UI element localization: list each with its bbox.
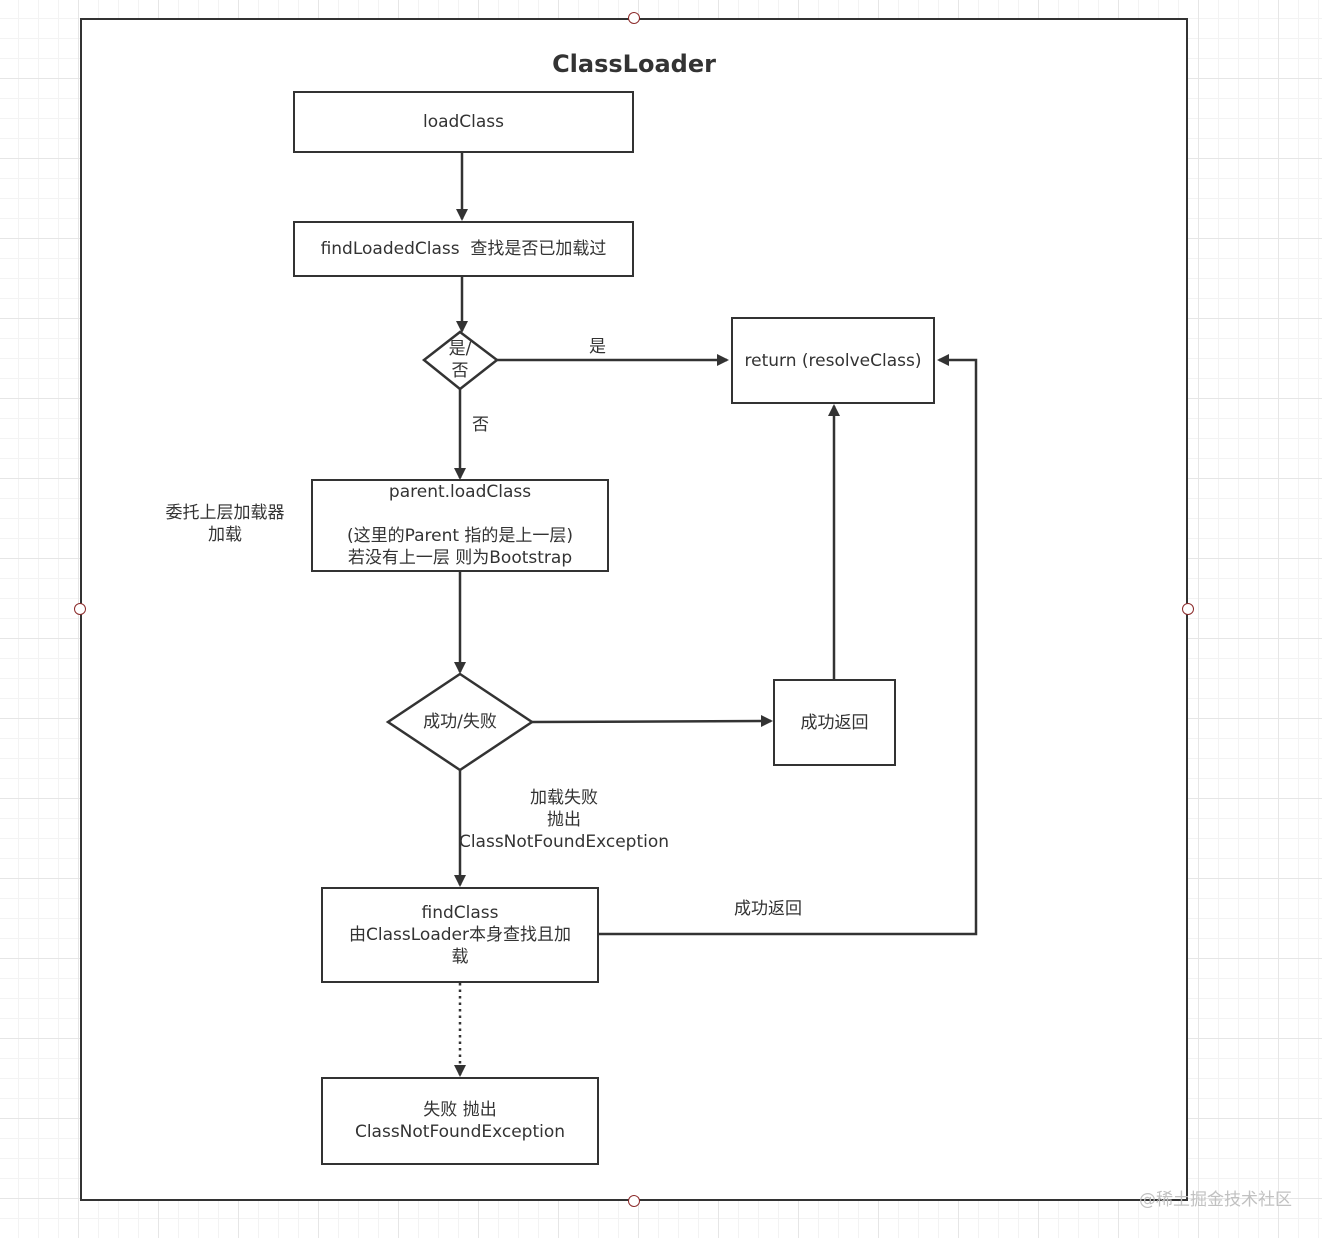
delegate-line2: 加载	[208, 525, 242, 545]
resize-handle-bottom[interactable]	[628, 1195, 640, 1207]
edge-label-load-fail: 加载失败 抛出 ClassNotFoundException	[458, 787, 670, 853]
findclass-line2: 由ClassLoader本身查找且加	[349, 925, 571, 945]
findloadedclass-label: findLoadedClass 查找是否已加载过	[320, 239, 607, 259]
parent-loadclass-line1: parent.loadClass	[388, 482, 532, 502]
delegate-line1: 委托上层加载器	[165, 503, 285, 523]
load-fail-line1: 加载失败	[530, 788, 598, 808]
fail-throw-line2: ClassNotFoundException	[354, 1122, 566, 1142]
watermark: @稀土掘金技术社区	[1139, 1190, 1292, 1210]
edge-label-delegate: 委托上层加载器 加载	[155, 502, 295, 546]
decision-loaded-line1: 是/	[448, 339, 472, 359]
load-fail-line3: ClassNotFoundException	[458, 832, 670, 852]
diagram-title: ClassLoader	[552, 50, 716, 78]
decision-result-diamond	[385, 672, 535, 772]
decision-result-label: 成功/失败	[423, 712, 497, 732]
loadclass-box[interactable]: loadClass	[293, 91, 634, 153]
edge-label-success-return: 成功返回	[734, 899, 802, 919]
success-return-box-label: 成功返回	[800, 712, 869, 733]
edge-findclass-to-return	[599, 354, 978, 936]
fail-throw-box[interactable]: 失败 抛出 ClassNotFoundException	[321, 1077, 599, 1165]
findclass-line3: 载	[451, 947, 469, 967]
parent-loadclass-box[interactable]: parent.loadClass (这里的Parent 指的是上一层) 若没有上…	[311, 479, 609, 572]
resize-handle-top[interactable]	[628, 12, 640, 24]
success-return-box[interactable]: 成功返回	[773, 679, 896, 766]
decision-loaded-label: 是/ 否	[430, 338, 490, 382]
loadclass-label: loadClass	[422, 112, 505, 132]
edge-label-yes: 是	[589, 337, 606, 357]
load-fail-line2: 抛出	[547, 810, 581, 830]
decision-loaded-line2: 否	[451, 361, 469, 381]
edge-result-to-success	[531, 715, 773, 728]
classloader-container[interactable]	[80, 18, 1188, 1201]
fail-throw-line1: 失败 抛出	[423, 1100, 497, 1120]
return-resolveclass-label: return (resolveClass)	[744, 350, 922, 371]
resize-handle-right[interactable]	[1182, 603, 1194, 615]
parent-loadclass-line2: (这里的Parent 指的是上一层)	[346, 526, 574, 546]
parent-loadclass-line3: 若没有上一层 则为Bootstrap	[347, 548, 573, 568]
return-resolveclass-box[interactable]: return (resolveClass)	[731, 317, 935, 404]
findloadedclass-box[interactable]: findLoadedClass 查找是否已加载过	[293, 221, 634, 277]
edge-label-no: 否	[472, 415, 489, 435]
findclass-line1: findClass	[421, 903, 499, 923]
decision-loaded-diamond	[421, 330, 500, 391]
findclass-box[interactable]: findClass 由ClassLoader本身查找且加 载	[321, 887, 599, 983]
resize-handle-left[interactable]	[74, 603, 86, 615]
